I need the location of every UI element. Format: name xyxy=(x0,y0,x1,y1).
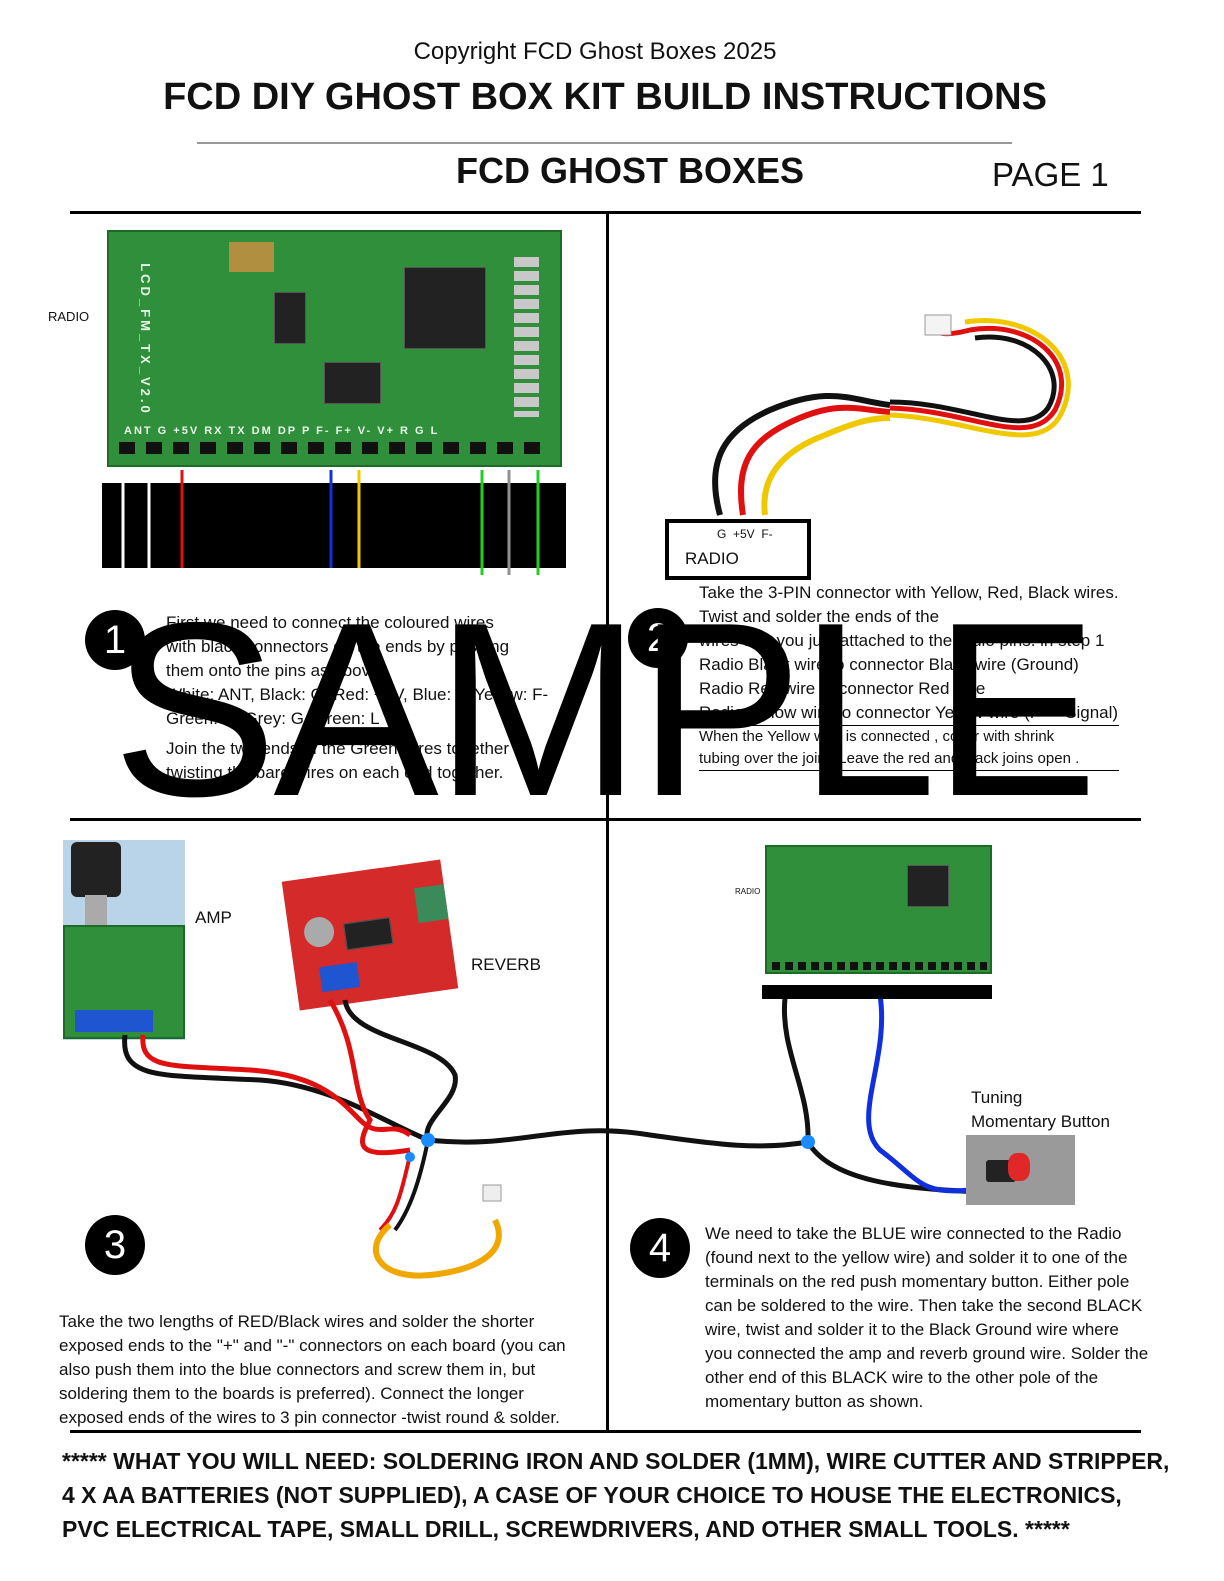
step-1-line: Join the two ends of the Green wires tog… xyxy=(166,739,532,758)
chip xyxy=(404,267,486,349)
step-1-line: Green: R, Grey: G, Green: L xyxy=(166,709,380,728)
step-4-line: We need to take the BLUE wire connected … xyxy=(705,1224,1122,1243)
wire-black-ground xyxy=(427,1128,809,1149)
step-4-line: wire, twist and solder it to the Black G… xyxy=(705,1320,1119,1339)
chip xyxy=(274,292,306,344)
step-1-badge: 1 xyxy=(85,610,145,670)
grid-bottom-line xyxy=(70,1430,1141,1433)
crystal xyxy=(229,242,274,272)
step-3-line: exposed ends of the wires to 3 pin conne… xyxy=(59,1408,560,1427)
step-2-badge: 2 xyxy=(628,608,688,668)
step-4-line: you connected the amp and reverb ground … xyxy=(705,1344,1149,1363)
copyright-text: Copyright FCD Ghost Boxes 2025 xyxy=(413,38,777,65)
reverb-label: REVERB xyxy=(471,955,541,974)
wire-black xyxy=(342,999,458,1141)
page-number: PAGE 1 xyxy=(992,156,1109,193)
step-2-line: Radio Yellow wire to connector Yellow wi… xyxy=(699,701,1119,726)
step-1-line: First we need to connect the coloured wi… xyxy=(166,613,494,632)
brand-subtitle: FCD GHOST BOXES xyxy=(455,150,805,191)
requirements-text: ***** WHAT YOU WILL NEED: SOLDERING IRON… xyxy=(62,1444,1169,1546)
step-2-line: Radio Red wire to connector Red wire xyxy=(699,679,986,698)
connector-bar xyxy=(102,483,566,568)
radio-box-pins: G +5V F- xyxy=(717,527,773,541)
chip xyxy=(907,865,949,907)
solder-joint xyxy=(421,1133,435,1147)
wire-red xyxy=(327,998,411,1156)
grid-middle-line xyxy=(70,818,1141,821)
wire-black xyxy=(393,1139,430,1232)
step-3-line: also push them into the blue connectors … xyxy=(59,1360,536,1379)
terminal-block xyxy=(75,1010,153,1032)
radio-label: RADIO xyxy=(48,309,90,324)
tuning-label-line2: Momentary Button xyxy=(971,1112,1110,1131)
volume-knob xyxy=(71,842,121,897)
step-4-text: We need to take the BLUE wire connected … xyxy=(705,1222,1148,1414)
step-3-text: Take the two lengths of RED/Black wires … xyxy=(59,1310,566,1430)
requirements-line: 4 X AA BATTERIES (NOT SUPPLIED), A CASE … xyxy=(62,1482,1122,1508)
solder-joint xyxy=(405,1152,415,1162)
chip xyxy=(324,362,381,404)
step-2-line: tubing over the joint. Leave the red and… xyxy=(699,748,1119,771)
pin-row xyxy=(772,962,987,970)
step-2-line: Radio Black wire to connector Black wire… xyxy=(699,655,1079,674)
connector-bar-small xyxy=(762,985,992,999)
momentary-button-image xyxy=(966,1135,1075,1205)
step-1-line: twisting the bare wires on each end toge… xyxy=(166,763,504,782)
step-3-line: exposed ends to the "+" and "-" connecto… xyxy=(59,1336,566,1355)
step-4-line: other end of this BLACK wire to the othe… xyxy=(705,1368,1099,1387)
page-title: FCD DIY GHOST BOX KIT BUILD INSTRUCTIONS xyxy=(163,76,1047,118)
step-1-line: White: ANT, Black: G, Red: +5V, Blue: P,… xyxy=(166,685,549,704)
amp-label: AMP xyxy=(195,908,232,927)
pin-labels: ANT G +5V RX TX DM DP P F- F+ V- V+ R G … xyxy=(124,425,440,437)
pin-header-right xyxy=(514,257,539,417)
step-4-line: (found next to the yellow wire) and sold… xyxy=(705,1248,1128,1267)
wire-black xyxy=(781,997,991,1195)
tuning-label-line1: Tuning xyxy=(971,1088,1023,1107)
requirements-line: ***** WHAT YOU WILL NEED: SOLDERING IRON… xyxy=(62,1448,1170,1474)
header-divider xyxy=(197,142,1012,144)
step-1-line: with black connectors on the ends by pus… xyxy=(166,637,510,656)
solder-joint xyxy=(801,1135,815,1149)
step-3-badge: 3 xyxy=(85,1215,145,1275)
red-button-cap xyxy=(1008,1153,1030,1181)
step-2-line: When the Yellow wire is connected , cove… xyxy=(699,728,1055,745)
step1-wires xyxy=(121,470,540,575)
connector-plug xyxy=(482,1184,502,1202)
pin-row xyxy=(119,442,549,454)
tuning-label: Tuning Momentary Button xyxy=(971,1086,1110,1134)
radio-box: G +5V F- RADIO xyxy=(665,519,811,580)
radio-board-image: LCD_FM_TX_V2.0 ANT G +5V RX TX DM DP P F… xyxy=(107,230,562,467)
step-4-badge: 4 xyxy=(630,1218,690,1278)
step-2-line: Twist and solder the ends of the xyxy=(699,607,940,626)
wiring-diagram xyxy=(122,994,991,1279)
step-4-line: momentary button as shown. xyxy=(705,1392,924,1411)
radio-board-small-image xyxy=(765,845,992,974)
step-2-line: wires that you just attached to the radi… xyxy=(699,631,1105,650)
radio-label-small: RADIO xyxy=(735,887,761,896)
amp-board-image xyxy=(63,840,185,1040)
three-pin-connector-image xyxy=(712,314,1071,516)
wire-red xyxy=(378,1154,412,1232)
step-1-line: them onto the pins as above: xyxy=(166,661,385,680)
step-3-line: soldering them to the boards is preferre… xyxy=(59,1384,524,1403)
step-1-text: First we need to connect the coloured wi… xyxy=(166,611,548,785)
step-4-line: terminals on the red push momentary butt… xyxy=(705,1272,1130,1291)
step-2-line: Take the 3-PIN connector with Yellow, Re… xyxy=(699,583,1119,602)
connector-loop xyxy=(372,1218,502,1279)
step-3-line: Take the two lengths of RED/Black wires … xyxy=(59,1312,535,1331)
wire-black xyxy=(122,1034,429,1143)
grid-top-line xyxy=(70,211,1141,214)
step-4-line: can be soldered to the wire. Then take t… xyxy=(705,1296,1143,1315)
radio-box-label: RADIO xyxy=(685,549,739,568)
potentiometer-shaft xyxy=(85,895,107,925)
wire-red xyxy=(140,1034,412,1138)
requirements-line: PVC ELECTRICAL TAPE, SMALL DRILL, SCREWD… xyxy=(62,1516,1070,1542)
step-2-text: Take the 3-PIN connector with Yellow, Re… xyxy=(699,581,1119,771)
wire-blue xyxy=(866,994,971,1194)
